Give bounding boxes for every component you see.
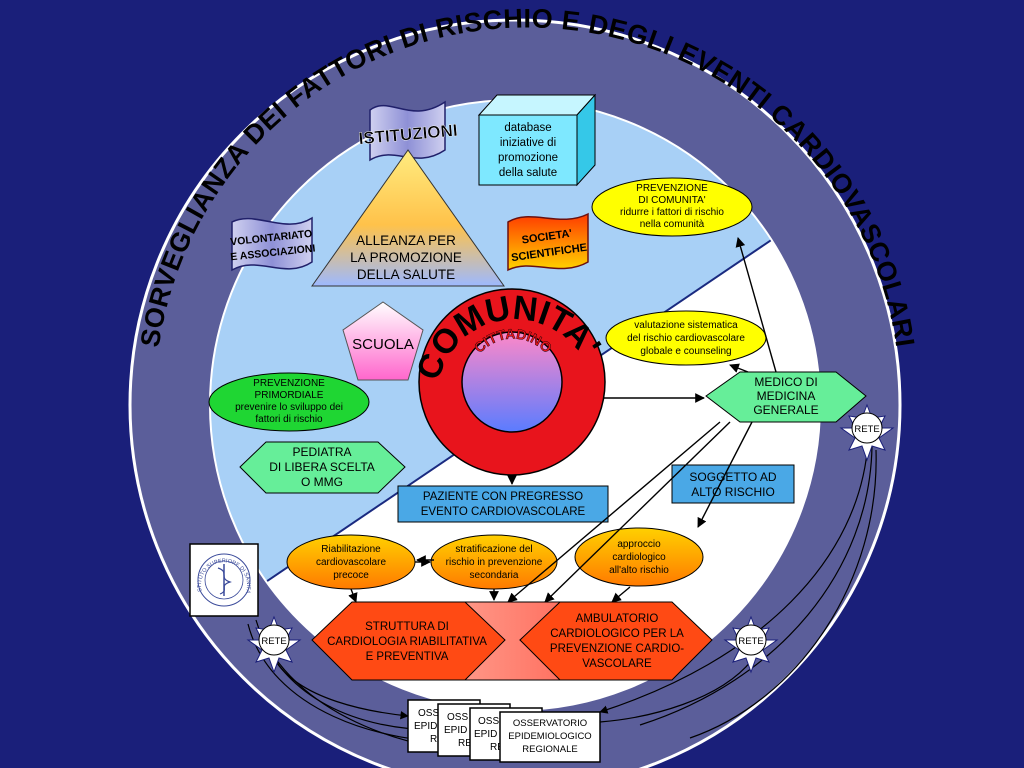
riabilitazione-line2: cardiovascolare [316,557,386,568]
approccio-line3: all'alto rischio [609,565,669,576]
database-line1: database [504,122,551,134]
oss2-line1: OSS [447,712,468,723]
oss1-line1: OSS [418,708,439,719]
stratificazione-line3: secondaria [470,570,519,581]
medico-line3: GENERALE [753,403,818,417]
valutazione-line2: del rischio cardiovascolare [627,333,745,344]
database-line4: della salute [499,167,557,179]
rete-label-right: RETE [854,424,879,435]
prev-comunita-line4: nella comunità [640,219,705,230]
approccio-line1: approccio [617,539,661,550]
ambulatorio-line1: AMBULATORIO [576,613,659,625]
stratificazione-ellipse: stratificazione del rischio in prevenzio… [430,534,558,590]
paziente-line2: EVENTO CARDIOVASCOLARE [421,506,586,518]
ambulatorio-line4: VASCOLARE [582,658,652,670]
paziente-box: PAZIENTE CON PREGRESSO EVENTO CARDIOVASC… [397,485,609,523]
alleanza-line3: DELLA SALUTE [357,267,455,282]
riabilitazione-ellipse: Riabilitazione cardiovascolare precoce [286,534,416,590]
oss3-line3: RE [490,742,504,753]
pediatra-hexagon: PEDIATRA DI LIBERA SCELTA O MMG [239,441,406,494]
alleanza-line2: LA PROMOZIONE [350,250,462,265]
osservatorio-stack: OSS EPID R OSS EPID RE OSS EPID RE OSSER… [407,699,601,763]
pediatra-line2: DI LIBERA SCELTA [269,460,375,474]
valutazione-line1: valutazione sistematica [634,320,738,331]
rete-star-left: RETE [246,615,302,674]
osservatorio-line3: REGIONALE [522,744,577,755]
oss3-line2: EPID [474,729,497,740]
prev-comunita-line2: DI COMUNITA' [638,195,705,206]
pediatra-line1: PEDIATRA [292,445,351,459]
oss2-line3: RE [458,738,472,749]
ambulatorio-line2: CARDIOLOGICO PER LA [550,628,684,640]
prev-comunita-line3: ridurre i fattori di rischio [620,207,724,218]
struttura-line1: STRUTTURA DI [365,621,449,633]
approccio-ellipse: approccio cardiologico all'alto rischio [574,527,704,587]
societa-banner: SOCIETA' SCIENTIFICHE [507,212,589,272]
prev-primordiale-ellipse: PREVENZIONE PRIMORDIALE prevenire lo svi… [208,372,370,432]
struttura-line3: E PREVENTIVA [366,651,449,663]
prev-primordiale-line3: prevenire lo sviluppo dei [235,402,343,413]
database-cube: database iniziative di promozione della … [477,93,597,187]
oss1-line2: EPID [414,721,437,732]
prev-primordiale-line4: fattori di rischio [255,414,323,425]
oss1-line3: R [430,734,437,745]
rete-label-left: RETE [261,636,286,647]
prev-primordiale-line2: PRIMORDIALE [255,390,324,401]
oss2-line2: EPID [444,725,467,736]
medico-line2: MEDICINA [757,389,816,403]
rete-star-right: RETE [839,403,895,462]
osservatorio-line1: OSSERVATORIO [513,718,587,729]
rete-label-bottom: RETE [738,636,763,647]
volontariato-banner: VOLONTARIATO E ASSOCIAZIONI [230,216,316,272]
soggetto-line2: ALTO RISCHIO [691,485,775,499]
soggetto-box: SOGGETTO AD ALTO RISCHIO [671,464,795,504]
prev-comunita-line1: PREVENZIONE [636,183,708,194]
scuola-pentagon: SCUOLA [342,301,424,381]
alleanza-triangle: ALLEANZA PER LA PROMOZIONE DELLA SALUTE [311,149,505,287]
prev-primordiale-line1: PREVENZIONE [253,378,325,389]
valutazione-line3: globale e counseling [640,346,731,357]
osservatorio-line2: EPIDEMIOLOGICO [508,731,591,742]
database-line2: iniziative di [500,137,556,149]
approccio-line2: cardiologico [612,552,666,563]
pediatra-line3: O MMG [301,475,343,489]
scuola-label: SCUOLA [352,336,414,353]
bottom-structures: STRUTTURA DI CARDIOLOGIA RIABILITATIVA E… [311,601,713,681]
paziente-line1: PAZIENTE CON PREGRESSO [423,491,583,503]
soggetto-line1: SOGGETTO AD [689,470,776,484]
alleanza-line1: ALLEANZA PER [356,233,456,248]
riabilitazione-line1: Riabilitazione [321,544,381,555]
rete-star-bottom: RETE [723,615,779,674]
prev-comunita-ellipse: PREVENZIONE DI COMUNITA' ridurre i fatto… [591,177,753,237]
struttura-line2: CARDIOLOGIA RIABILITATIVA [327,636,487,648]
oss3-line1: OSS [478,716,499,727]
medico-hexagon: MEDICO DI MEDICINA GENERALE [705,371,867,423]
ambulatorio-line3: PREVENZIONE CARDIO- [550,643,684,655]
stratificazione-line2: rischio in prevenzione [446,557,543,568]
valutazione-ellipse: valutazione sistematica del rischio card… [605,310,767,366]
database-line3: promozione [498,152,558,164]
istituzioni-banner: ISTITUZIONI [358,100,458,162]
arrows [348,237,777,603]
stratificazione-line1: stratificazione del [455,544,532,555]
medico-line1: MEDICO DI [754,375,817,389]
riabilitazione-line3: precoce [333,570,369,581]
